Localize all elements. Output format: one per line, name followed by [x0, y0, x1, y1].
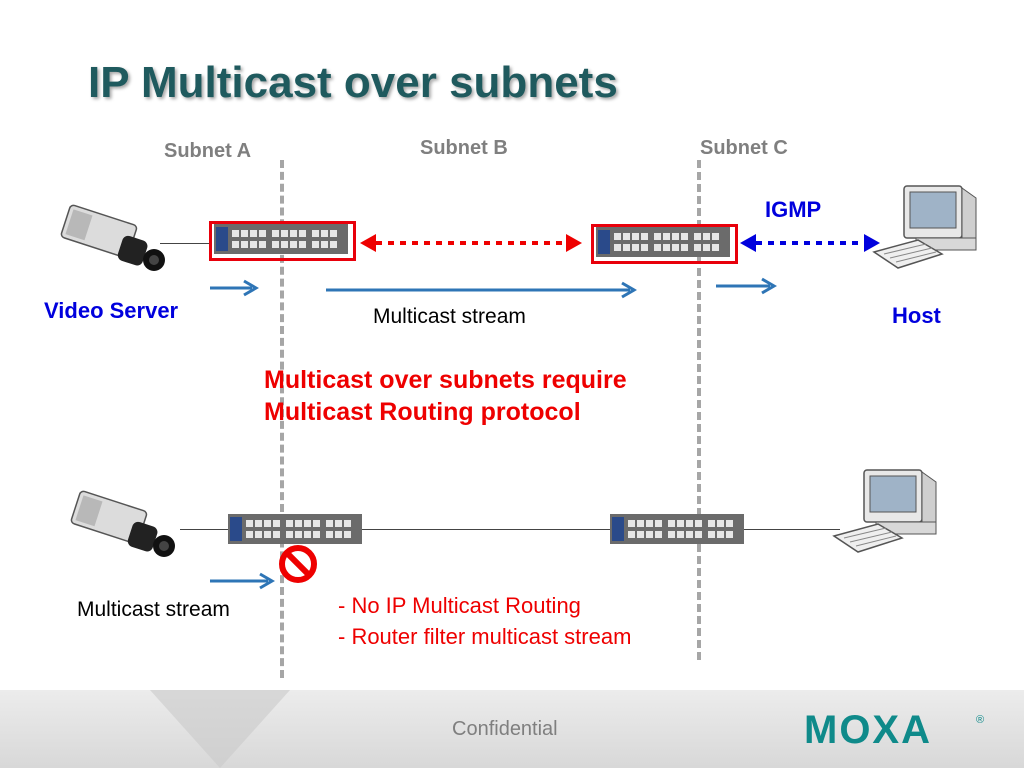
switch-icon: [214, 224, 348, 254]
flow-arrow: [210, 572, 275, 590]
switch-icon: [610, 514, 744, 544]
routing-link-arrow: [360, 234, 582, 252]
note-router-filter: - Router filter multicast stream: [338, 624, 632, 649]
igmp-link-arrow: [740, 234, 880, 252]
subnet-a-label: Subnet A: [164, 140, 252, 162]
requirement-line-1: Multicast over subnets require: [264, 366, 627, 394]
moxa-logo: MOXA: [804, 708, 932, 752]
camera-icon: [70, 490, 175, 557]
camera-icon: [60, 204, 165, 271]
computer-icon: [872, 185, 977, 269]
switch-frame-1: [209, 221, 356, 261]
flow-arrow: [326, 281, 637, 299]
igmp-label: IGMP: [765, 197, 822, 222]
multicast-stream-label: Multicast stream: [373, 305, 526, 328]
footer-decoration: [150, 690, 290, 768]
switch-icon: [228, 514, 362, 544]
subnet-boundary-a-b: [280, 160, 284, 678]
camera-link: [160, 243, 210, 244]
multicast-stream-label: Multicast stream: [77, 598, 230, 621]
host-label: Host: [892, 303, 941, 328]
switch-frame-2: [591, 224, 738, 264]
page-title: IP Multicast over subnets: [88, 58, 618, 107]
computer-icon: [832, 469, 937, 553]
subnet-b-label: Subnet B: [420, 137, 508, 159]
confidential-label: Confidential: [452, 718, 558, 740]
network-link: [180, 529, 840, 530]
prohibited-icon: [279, 545, 317, 583]
subnet-boundary-b-c: [697, 160, 701, 660]
switch-icon: [596, 227, 730, 257]
flow-arrow: [210, 279, 259, 297]
flow-arrow: [716, 277, 777, 295]
video-server-label: Video Server: [44, 298, 179, 323]
subnet-c-label: Subnet C: [700, 137, 788, 159]
registered-mark: ®: [976, 714, 985, 726]
note-no-routing: - No IP Multicast Routing: [338, 593, 581, 618]
requirement-line-2: Multicast Routing protocol: [264, 398, 581, 426]
